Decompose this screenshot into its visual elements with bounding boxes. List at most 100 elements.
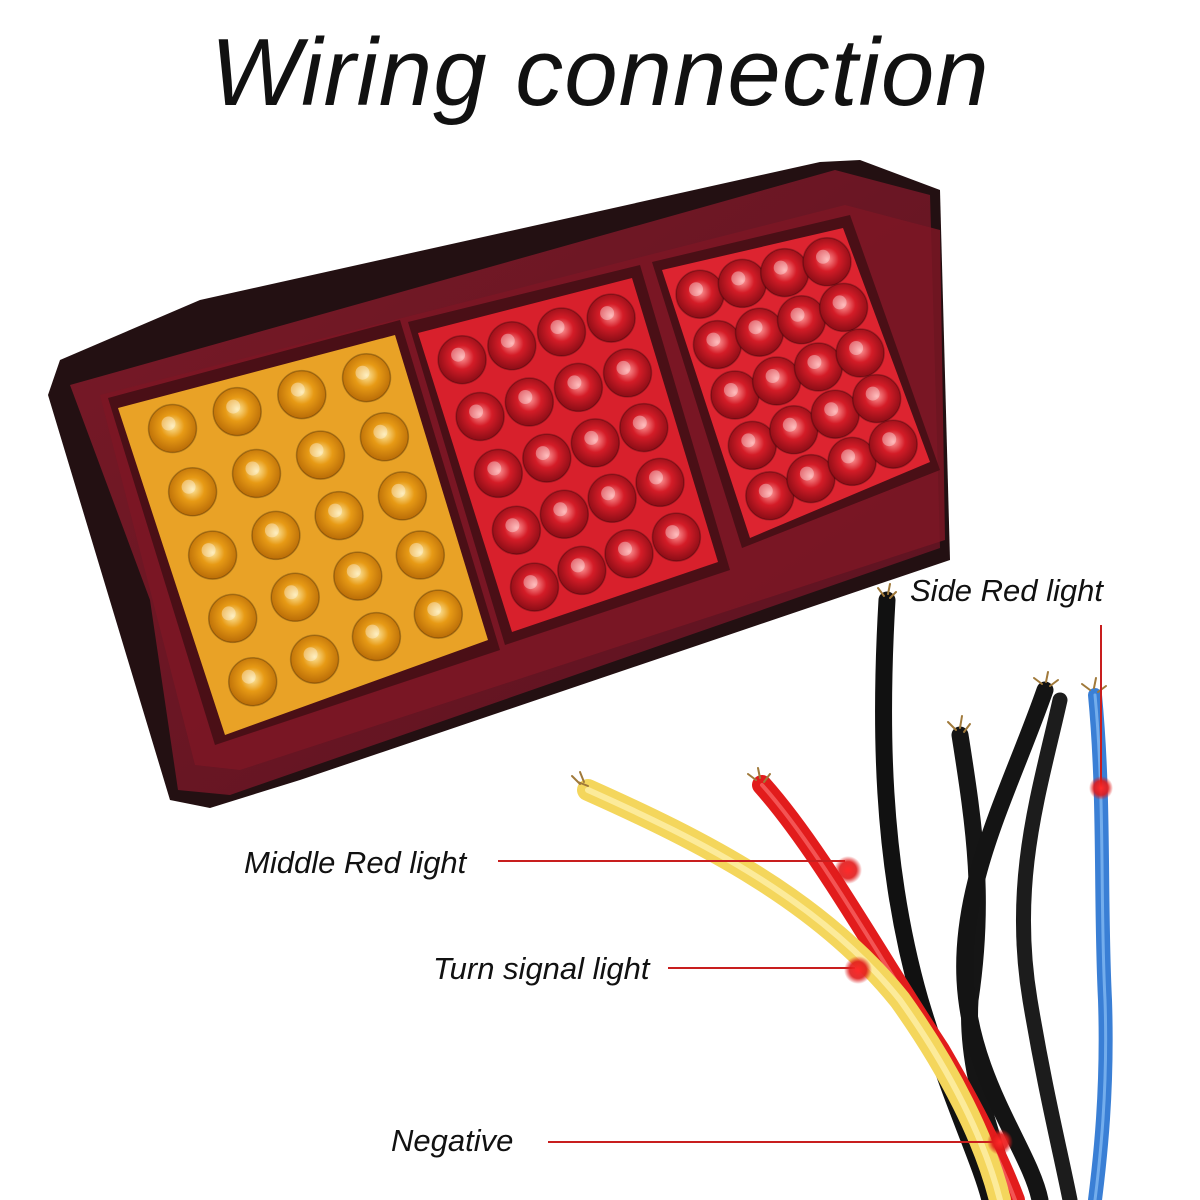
negative-marker	[987, 1129, 1013, 1155]
amber-led-highlight	[328, 503, 343, 518]
page-title: Wiring connection	[210, 19, 990, 126]
middle-red-led-highlight	[600, 306, 615, 321]
amber-led	[231, 448, 282, 499]
amber-led-highlight	[181, 479, 196, 494]
middle-red-led	[455, 391, 505, 442]
amber-led-highlight	[365, 624, 380, 639]
middle-red-led-highlight	[570, 558, 585, 573]
amber-led	[207, 593, 258, 644]
side-red-led-highlight	[748, 320, 763, 335]
wire-black-4	[1015, 692, 1078, 1200]
amber-led	[359, 412, 410, 462]
amber-led-highlight	[391, 483, 406, 498]
side-red-led-highlight	[758, 483, 773, 498]
wire-bundle	[571, 583, 1113, 1200]
amber-led	[147, 403, 198, 454]
side-red-led-highlight	[782, 417, 797, 432]
side-red-led	[868, 419, 918, 469]
amber-led	[270, 572, 320, 623]
middle-red-led	[473, 448, 524, 499]
amber-led	[187, 530, 238, 580]
middle-red-led	[587, 473, 637, 524]
wire-black-3	[956, 681, 1054, 1200]
side-red-led-highlight	[741, 433, 756, 448]
side-red-led-highlight	[882, 432, 897, 447]
side-red-led	[835, 328, 885, 378]
side-red-led-highlight	[731, 271, 746, 286]
side-red-led-highlight	[765, 369, 780, 383]
side-red-marker	[1089, 776, 1113, 800]
middle-red-led	[487, 321, 537, 371]
middle-red-led	[586, 293, 636, 343]
middle-red-led-highlight	[665, 525, 680, 540]
wire-yellow	[577, 779, 1011, 1200]
side-red-led	[818, 282, 869, 333]
middle-red-led	[539, 489, 590, 540]
amber-led	[351, 611, 402, 662]
middle-red-led	[536, 307, 587, 357]
middle-red-led-highlight	[601, 486, 616, 501]
middle-red-led	[504, 377, 555, 427]
middle-red-led-highlight	[618, 541, 632, 556]
side-red-led-highlight	[799, 466, 814, 481]
amber-led-highlight	[201, 543, 216, 558]
side-red-led	[851, 373, 902, 424]
amber-led	[333, 551, 383, 601]
middle-red-led-highlight	[584, 430, 599, 445]
amber-led-highlight	[284, 585, 299, 600]
middle-red-led	[635, 457, 685, 508]
middle-red-led	[553, 362, 604, 413]
amber-led-highlight	[245, 461, 260, 476]
side-red-led-highlight	[706, 332, 721, 347]
side-red-led-highlight	[790, 307, 805, 322]
side-red-led-highlight	[849, 341, 864, 355]
side-red-led	[745, 471, 795, 521]
amber-led-highlight	[427, 602, 442, 617]
middle-red-section	[408, 265, 730, 645]
amber-led-highlight	[303, 647, 318, 662]
label-middle-red-light: Middle Red light	[244, 845, 467, 880]
amber-led-highlight	[373, 424, 388, 439]
amber-led-highlight	[161, 416, 176, 431]
middle-red-led-highlight	[632, 415, 647, 430]
middle-red-led	[604, 529, 654, 579]
middle-red-led-highlight	[567, 375, 582, 390]
amber-led	[251, 510, 301, 561]
side-red-led-highlight	[816, 249, 830, 264]
amber-led	[227, 656, 278, 707]
middle-red-led-highlight	[518, 390, 533, 404]
middle-red-led	[491, 505, 542, 555]
middle-red-led	[522, 433, 572, 483]
amber-led	[314, 490, 364, 541]
side-red-led-highlight	[824, 402, 839, 417]
amber-led	[413, 589, 464, 639]
side-red-led	[827, 436, 877, 487]
amber-section	[108, 320, 500, 745]
amber-led	[377, 471, 428, 521]
middle-red-led-highlight	[469, 404, 484, 419]
side-red-section	[652, 215, 940, 548]
amber-led	[212, 386, 262, 437]
middle-red-led	[509, 562, 560, 612]
side-red-led-highlight	[807, 355, 822, 369]
amber-led-highlight	[221, 606, 236, 621]
middle-red-led-highlight	[505, 518, 520, 533]
side-red-led-highlight	[773, 260, 788, 275]
middle-red-led	[602, 348, 653, 398]
amber-led-highlight	[226, 399, 241, 414]
middle-red-led-highlight	[553, 502, 568, 517]
middle-red-led-highlight	[550, 320, 565, 334]
amber-led-highlight	[409, 543, 424, 557]
amber-led	[289, 634, 340, 684]
side-red-led-highlight	[841, 449, 856, 464]
side-red-led-highlight	[865, 386, 880, 401]
side-red-led-highlight	[723, 383, 738, 397]
side-red-led-highlight	[689, 282, 703, 297]
amber-led-highlight	[264, 523, 279, 538]
amber-led-highlight	[241, 669, 256, 684]
label-turn-signal-light: Turn signal light	[433, 951, 650, 986]
label-side-red-light: Side Red light	[910, 573, 1104, 608]
amber-led	[395, 530, 446, 580]
side-red-led-highlight	[832, 295, 847, 310]
